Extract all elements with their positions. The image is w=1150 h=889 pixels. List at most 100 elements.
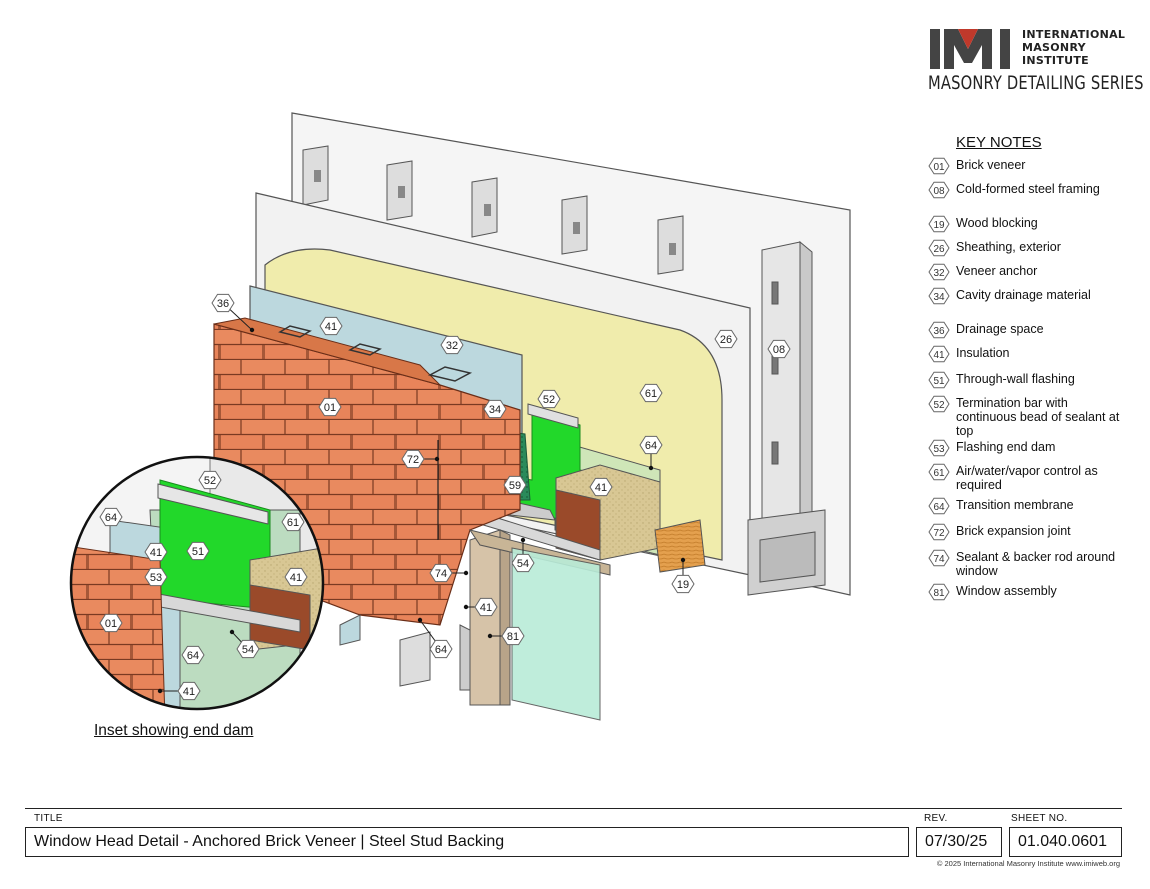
svg-text:64: 64 — [105, 512, 117, 524]
key-note-text: Termination bar with continuous bead of … — [956, 396, 1120, 438]
svg-text:54: 54 — [517, 558, 529, 570]
key-note-53: 53 Flashing end dam — [922, 439, 1126, 457]
imi-logo: INTERNATIONAL MASONRY INSTITUTE MASONRY … — [926, 26, 1143, 96]
key-note-hex-53: 53 — [928, 439, 950, 457]
key-note-32: 32 Veneer anchor — [922, 263, 1126, 281]
rev-label: REV. — [924, 813, 948, 824]
key-note-text: Transition membrane — [956, 498, 1074, 512]
window-frame-side — [499, 529, 511, 706]
key-note-text: Air/water/vapor control as required — [956, 464, 1098, 492]
inset-callout-64: 64 — [99, 507, 123, 527]
key-note-hex-74: 74 — [928, 549, 950, 567]
key-notes-heading: KEY NOTES — [956, 134, 1042, 151]
key-note-hex-64: 64 — [928, 497, 950, 515]
svg-text:61: 61 — [287, 517, 299, 529]
svg-text:52: 52 — [204, 475, 216, 487]
diagram-callouts: 3641320152346164260872594141745419418164 — [211, 293, 791, 659]
logo-name-line-3: INSTITUTE — [1022, 54, 1089, 67]
svg-text:34: 34 — [489, 404, 501, 416]
key-note-hex-51: 51 — [928, 371, 950, 389]
svg-text:08: 08 — [773, 344, 785, 356]
inset-callout-54: 54 — [229, 629, 260, 659]
svg-text:72: 72 — [407, 454, 419, 466]
key-note-hex-36: 36 — [928, 321, 950, 339]
svg-text:41: 41 — [933, 350, 945, 361]
svg-text:41: 41 — [183, 686, 195, 698]
svg-text:81: 81 — [933, 588, 945, 599]
key-note-text: Flashing end dam — [956, 440, 1056, 454]
key-note-74: 74 Sealant & backer rod around window — [922, 549, 1126, 578]
inset-callout-41: 41 — [157, 681, 201, 701]
diagram-callout-41: 41 — [463, 597, 498, 617]
window-frame-jamb — [469, 529, 501, 706]
diagram-callout-32: 32 — [440, 335, 464, 355]
inset-callouts: 52 64 61 41 51 53 41 01 54 64 41 — [99, 470, 308, 701]
lower-framing — [339, 614, 471, 691]
brick-top — [213, 317, 442, 386]
key-note-text: Sealant & backer rod around window — [956, 550, 1116, 578]
diagram-callout-08: 08 — [767, 339, 791, 359]
diagram-callout-81: 81 — [487, 626, 525, 646]
diagram-callout-72: 72 — [401, 449, 440, 469]
key-note-text: Veneer anchor — [956, 264, 1038, 278]
key-note-36: 36 Drainage space — [922, 321, 1126, 339]
key-note-41: 41 Insulation — [922, 345, 1126, 363]
key-note-text: Brick expansion joint — [956, 524, 1071, 538]
window-glass — [511, 547, 601, 721]
svg-text:41: 41 — [325, 321, 337, 333]
key-note-text: Drainage space — [956, 322, 1044, 336]
svg-text:54: 54 — [242, 644, 254, 656]
inset-callout-51: 51 — [186, 541, 210, 561]
svg-text:34: 34 — [933, 292, 945, 303]
diagram-callout-01: 01 — [318, 397, 342, 417]
svg-text:53: 53 — [933, 444, 945, 455]
key-note-34: 34 Cavity drainage material — [922, 287, 1126, 305]
logo-series: MASONRY DETAILING SERIES — [928, 72, 1144, 94]
key-note-text: Through-wall flashing — [956, 372, 1075, 386]
key-note-text: Cavity drainage material — [956, 288, 1091, 302]
svg-text:41: 41 — [150, 547, 162, 559]
title-value: Window Head Detail - Anchored Brick Vene… — [25, 827, 909, 857]
svg-text:26: 26 — [933, 244, 945, 255]
key-note-81: 81 Window assembly — [922, 583, 1126, 601]
inset-callout-52: 52 — [198, 470, 222, 490]
stud-holes — [314, 170, 676, 255]
key-note-text: Insulation — [956, 346, 1010, 360]
inset-callout-53: 53 — [144, 567, 168, 587]
svg-text:01: 01 — [105, 618, 117, 630]
sheet-label: SHEET NO. — [1011, 813, 1068, 824]
inset-callout-64: 64 — [181, 645, 205, 665]
svg-text:64: 64 — [187, 650, 199, 662]
svg-text:51: 51 — [192, 546, 204, 558]
svg-text:26: 26 — [720, 334, 732, 346]
diagram-callout-41: 41 — [589, 477, 613, 497]
key-note-text: Sheathing, exterior — [956, 240, 1061, 254]
svg-text:36: 36 — [933, 326, 945, 337]
key-note-26: 26 Sheathing, exterior — [922, 239, 1126, 257]
diagram-callout-19: 19 — [671, 557, 695, 594]
svg-text:74: 74 — [435, 568, 447, 580]
key-note-hex-81: 81 — [928, 583, 950, 601]
svg-text:59: 59 — [509, 480, 521, 492]
svg-text:81: 81 — [507, 631, 519, 643]
svg-text:36: 36 — [217, 298, 229, 310]
key-note-hex-32: 32 — [928, 263, 950, 281]
logo-name-line-2: MASONRY — [1022, 41, 1086, 54]
key-note-hex-34: 34 — [928, 287, 950, 305]
key-note-text: Brick veneer — [956, 158, 1026, 172]
inset-caption: Inset showing end dam — [94, 722, 254, 739]
sheet-value: 01.040.0601 — [1009, 827, 1122, 857]
key-note-text: Wood blocking — [956, 216, 1038, 230]
svg-text:41: 41 — [290, 572, 302, 584]
svg-text:32: 32 — [446, 340, 458, 352]
title-label: TITLE — [34, 813, 63, 824]
svg-text:41: 41 — [480, 602, 492, 614]
svg-text:32: 32 — [933, 268, 945, 279]
key-note-text: Window assembly — [956, 584, 1057, 598]
key-note-hex-08: 08 — [928, 181, 950, 199]
inset-callout-01: 01 — [99, 613, 123, 633]
